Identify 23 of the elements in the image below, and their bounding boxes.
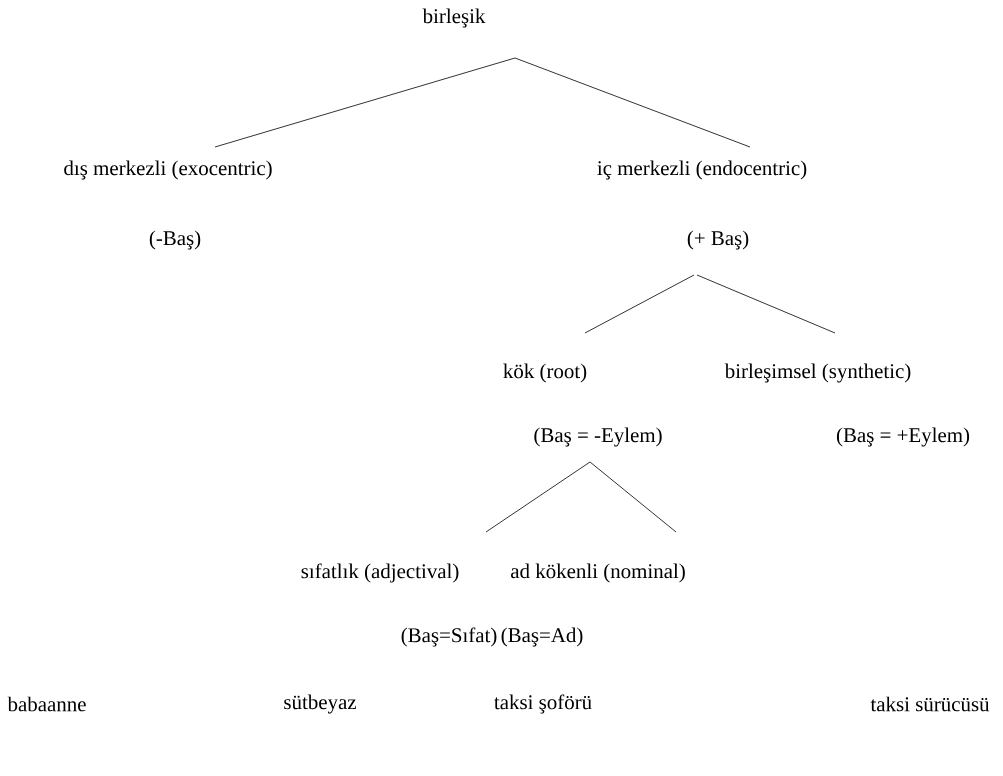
tree-line <box>584 274 695 334</box>
head-feature-label: (Baş = +Eylem) <box>836 427 970 447</box>
head-feature-label: (-Baş) <box>149 230 201 250</box>
category-label: ad kökenli (nominal) <box>511 563 685 583</box>
tree-line <box>485 461 591 533</box>
category-label: birleşimsel (synthetic) <box>724 363 911 383</box>
head-feature-label: (+ Baş) <box>687 230 749 250</box>
head-feature-label: (Baş = -Eylem) <box>534 427 662 447</box>
tree-line <box>514 57 751 148</box>
example-word: taksi şoförü <box>494 694 592 714</box>
category-label: birleşik <box>422 8 486 28</box>
example-word: taksi sürücüsü <box>870 696 990 712</box>
category-label: iç merkezli (endocentric) <box>597 160 807 180</box>
category-label: kök (root) <box>503 363 587 383</box>
tree-line <box>589 461 677 533</box>
tree-line <box>696 274 836 334</box>
category-label: sıfatlık (adjectival) <box>301 563 459 583</box>
head-feature-label: (Baş=Ad) <box>501 627 583 647</box>
example-word: babaanne <box>7 696 86 712</box>
category-label: dış merkezli (exocentric) <box>64 160 272 180</box>
example-word: sütbeyaz <box>284 694 357 714</box>
head-feature-label: (Baş=Sıfat) <box>401 627 497 647</box>
tree-line <box>214 57 516 148</box>
